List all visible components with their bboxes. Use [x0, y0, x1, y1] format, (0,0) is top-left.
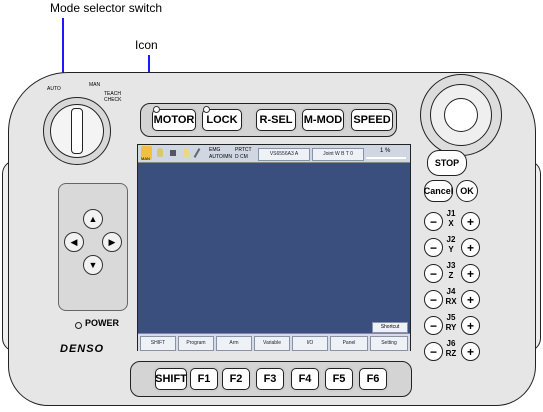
coordinate-button[interactable]: Joint W B T 0	[312, 148, 364, 161]
speed-bar	[366, 157, 406, 159]
jog-cartesian-label: Y	[448, 245, 454, 254]
jog-minus-button[interactable]: −	[424, 238, 443, 257]
jog-cartesian-label: X	[448, 219, 454, 228]
touch-screen[interactable]: MAN EMG AUTO/MN PRTCT D CM VS6556A3 A Jo…	[137, 144, 411, 351]
mode-selector-callout: Mode selector switch	[50, 1, 163, 15]
function-bar: SHIFT Program Arm Variable I/O Panel Set…	[138, 333, 410, 351]
mode-icon-caption: MAN	[141, 156, 150, 161]
protect-label: PRTCT	[235, 147, 252, 153]
stop-key[interactable]: STOP	[427, 150, 467, 176]
jog-plus-button[interactable]: +	[461, 290, 480, 309]
jog-joint-label: J3	[446, 261, 456, 270]
f5-key[interactable]: F5	[325, 368, 353, 390]
jog-joint-label: J1	[446, 209, 456, 218]
dcm-label: D CM	[235, 154, 248, 160]
mode-teach-label: TEACH	[104, 91, 121, 97]
f3-key[interactable]: F3	[256, 368, 284, 390]
mode-icon[interactable]	[141, 146, 152, 160]
ok-key[interactable]: OK	[456, 180, 478, 202]
cursor-down-button[interactable]: ▼	[83, 255, 103, 275]
f6-key[interactable]: F6	[359, 368, 387, 390]
f2-key[interactable]: F2	[222, 368, 250, 390]
jog-cartesian-label: RX	[445, 297, 457, 306]
status-bar: MAN EMG AUTO/MN PRTCT D CM VS6556A3 A Jo…	[138, 145, 410, 163]
jog-minus-button[interactable]: −	[424, 264, 443, 283]
panel-button[interactable]: Panel	[330, 336, 368, 351]
emg-label: EMG	[209, 147, 221, 153]
stop-icon	[170, 150, 176, 156]
jog-joint-label: J4	[446, 287, 456, 296]
io-button[interactable]: I/O	[292, 336, 328, 351]
cancel-key[interactable]: Cancel	[424, 180, 453, 202]
bulb-icon	[183, 148, 189, 157]
auto-mode-label: AUTO/MN	[209, 154, 232, 160]
mode-man-label: MAN	[89, 82, 101, 88]
jog-joint-label: J2	[446, 235, 456, 244]
variable-button[interactable]: Variable	[254, 336, 290, 351]
jog-joint-label: J5	[446, 313, 456, 322]
mode-check-label: CHECK	[104, 97, 122, 103]
mode-selector-key-slot	[71, 108, 83, 154]
jog-plus-button[interactable]: +	[461, 212, 480, 231]
cursor-left-button[interactable]: ◀	[64, 232, 84, 252]
lamp-icon	[157, 148, 163, 157]
r-sel-key[interactable]: R-SEL	[256, 109, 296, 131]
lock-key-led	[203, 106, 210, 113]
emergency-stop-cap	[444, 98, 478, 132]
shortcut-button[interactable]: Shortcut	[372, 322, 408, 333]
jog-plus-button[interactable]: +	[461, 238, 480, 257]
shift-key[interactable]: SHIFT	[155, 368, 187, 390]
brand-logo: DENSO	[60, 343, 105, 355]
jog-cartesian-label: RY	[445, 323, 457, 332]
jog-minus-button[interactable]: −	[424, 212, 443, 231]
pen-icon	[193, 148, 201, 158]
mode-auto-label: AUTO	[47, 86, 61, 92]
jog-plus-button[interactable]: +	[461, 316, 480, 335]
m-mod-key[interactable]: M-MOD	[302, 109, 344, 131]
jog-joint-label: J6	[446, 339, 456, 348]
robot-model-button[interactable]: VS6556A3 A	[258, 148, 310, 161]
f4-key[interactable]: F4	[291, 368, 319, 390]
jog-minus-button[interactable]: −	[424, 290, 443, 309]
mode-selector-arrow	[62, 18, 64, 102]
jog-plus-button[interactable]: +	[461, 264, 480, 283]
speed-key[interactable]: SPEED	[351, 109, 393, 131]
motor-key[interactable]: MOTOR	[152, 109, 196, 131]
jog-cartesian-label: RZ	[445, 349, 457, 358]
jog-minus-button[interactable]: −	[424, 316, 443, 335]
cursor-up-button[interactable]: ▲	[83, 209, 103, 229]
power-label: POWER	[85, 318, 120, 328]
arm-button[interactable]: Arm	[216, 336, 252, 351]
program-button[interactable]: Program	[178, 336, 214, 351]
motor-key-led	[153, 106, 160, 113]
jog-plus-button[interactable]: +	[461, 342, 480, 361]
screen-shift-button[interactable]: SHIFT	[140, 336, 176, 351]
f1-key[interactable]: F1	[190, 368, 218, 390]
speed-readout: 1 %	[380, 148, 391, 154]
cursor-right-button[interactable]: ▶	[102, 232, 122, 252]
icon-callout: Icon	[135, 38, 158, 52]
jog-minus-button[interactable]: −	[424, 342, 443, 361]
power-led	[75, 322, 82, 329]
lock-key[interactable]: LOCK	[202, 109, 242, 131]
setting-button[interactable]: Setting	[370, 336, 408, 351]
jog-cartesian-label: Z	[448, 271, 454, 280]
